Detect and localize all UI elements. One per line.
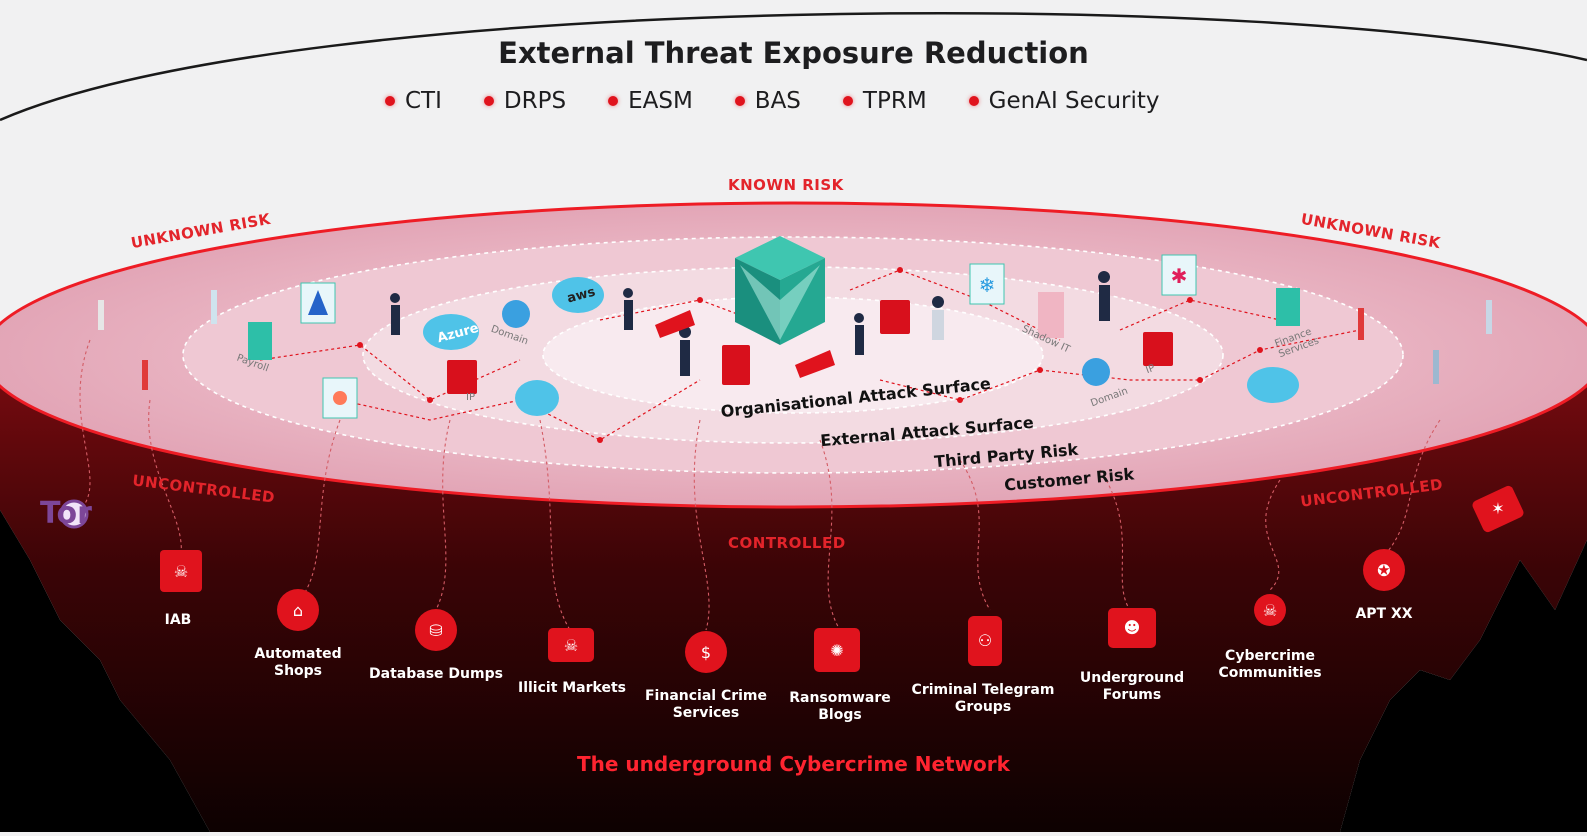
capability-label: BAS xyxy=(754,88,801,114)
capability-item: EASM xyxy=(608,88,693,114)
svg-text:⌂: ⌂ xyxy=(293,601,303,620)
capability-label: DRPS xyxy=(503,88,567,114)
dome-curve xyxy=(0,12,1587,122)
svg-text:$: $ xyxy=(701,643,711,662)
capability-label: GenAI Security xyxy=(988,88,1160,114)
globe-icons xyxy=(502,300,1110,386)
server-stacks xyxy=(447,300,1173,394)
underground-links xyxy=(79,339,1441,631)
capability-item: GenAI Security xyxy=(968,88,1160,114)
underground-node-telegram: Criminal Telegram Groups xyxy=(911,682,1055,715)
funnel-right-black xyxy=(1340,540,1587,832)
laptops xyxy=(655,310,835,378)
svg-text:☠: ☠ xyxy=(564,636,578,655)
svg-text:✱: ✱ xyxy=(1171,264,1188,288)
central-tower xyxy=(735,236,825,345)
underground-node-database-dumps: Database Dumps xyxy=(369,666,503,682)
underground-node-automated-shops: Automated Shops xyxy=(254,646,342,679)
svg-text:⚇: ⚇ xyxy=(978,631,992,650)
capabilities-list: CTI DRPS EASM BAS TPRM GenAI Security xyxy=(385,88,1202,114)
shadow-it-building xyxy=(1038,292,1064,338)
capability-item: BAS xyxy=(734,88,801,114)
svg-text:✶: ✶ xyxy=(1491,499,1504,518)
underground-node-ransomware: Ransomware Blogs xyxy=(789,690,891,723)
capability-item: CTI xyxy=(385,88,442,114)
svg-text:✺: ✺ xyxy=(830,641,843,660)
svg-text:☠: ☠ xyxy=(174,562,188,581)
bullet-dot-icon xyxy=(608,96,619,106)
bullet-dot-icon xyxy=(734,96,745,106)
svg-text:⛁: ⛁ xyxy=(429,621,442,640)
svg-text:☻: ☻ xyxy=(1124,618,1141,637)
tor-logo xyxy=(59,499,89,529)
underground-node-iab: IAB xyxy=(164,612,192,628)
svg-text:❄: ❄ xyxy=(979,273,996,297)
underground-node-financial-crime: Financial Crime Services xyxy=(644,688,768,721)
bullet-dot-icon xyxy=(842,96,853,106)
underground-node-communities: Cybercrime Communities xyxy=(1218,648,1322,681)
teal-buildings xyxy=(248,288,1300,360)
svg-text:☠: ☠ xyxy=(1263,601,1277,620)
svg-text:✪: ✪ xyxy=(1377,561,1390,580)
controlled-label: CONTROLLED xyxy=(728,534,846,552)
capability-label: CTI xyxy=(405,88,442,114)
ip-label: IP xyxy=(466,392,475,403)
capability-item: TPRM xyxy=(842,88,927,114)
capability-label: TPRM xyxy=(862,88,927,114)
people xyxy=(98,271,1492,390)
bullet-dot-icon xyxy=(385,96,395,106)
underground-node-illicit-markets: Illicit Markets xyxy=(517,680,626,696)
underground-glyphs: ☠ ⌂ ⛁ ☠ $ ✺ ⚇ ☻ ☠ ✪ ✶ xyxy=(174,499,1505,662)
page-title: External Threat Exposure Reduction xyxy=(498,36,1089,70)
underground-node-apt: APT XX xyxy=(1355,606,1413,622)
tor-logo-text: Tor xyxy=(40,496,92,531)
funnel-left-black xyxy=(0,510,210,832)
bullet-dot-icon xyxy=(968,96,979,106)
capability-item: DRPS xyxy=(483,88,567,114)
bullet-dot-icon xyxy=(483,96,494,106)
app-tiles: ❄ ✱ xyxy=(300,254,1197,419)
known-risk-label: KNOWN RISK xyxy=(728,176,844,194)
underground-node-forums: Underground Forums xyxy=(1079,670,1185,703)
cloud-icons xyxy=(423,277,1299,416)
footer-title: The underground Cybercrime Network xyxy=(577,752,1010,776)
underground-icons xyxy=(160,485,1524,673)
capability-label: EASM xyxy=(628,88,693,114)
